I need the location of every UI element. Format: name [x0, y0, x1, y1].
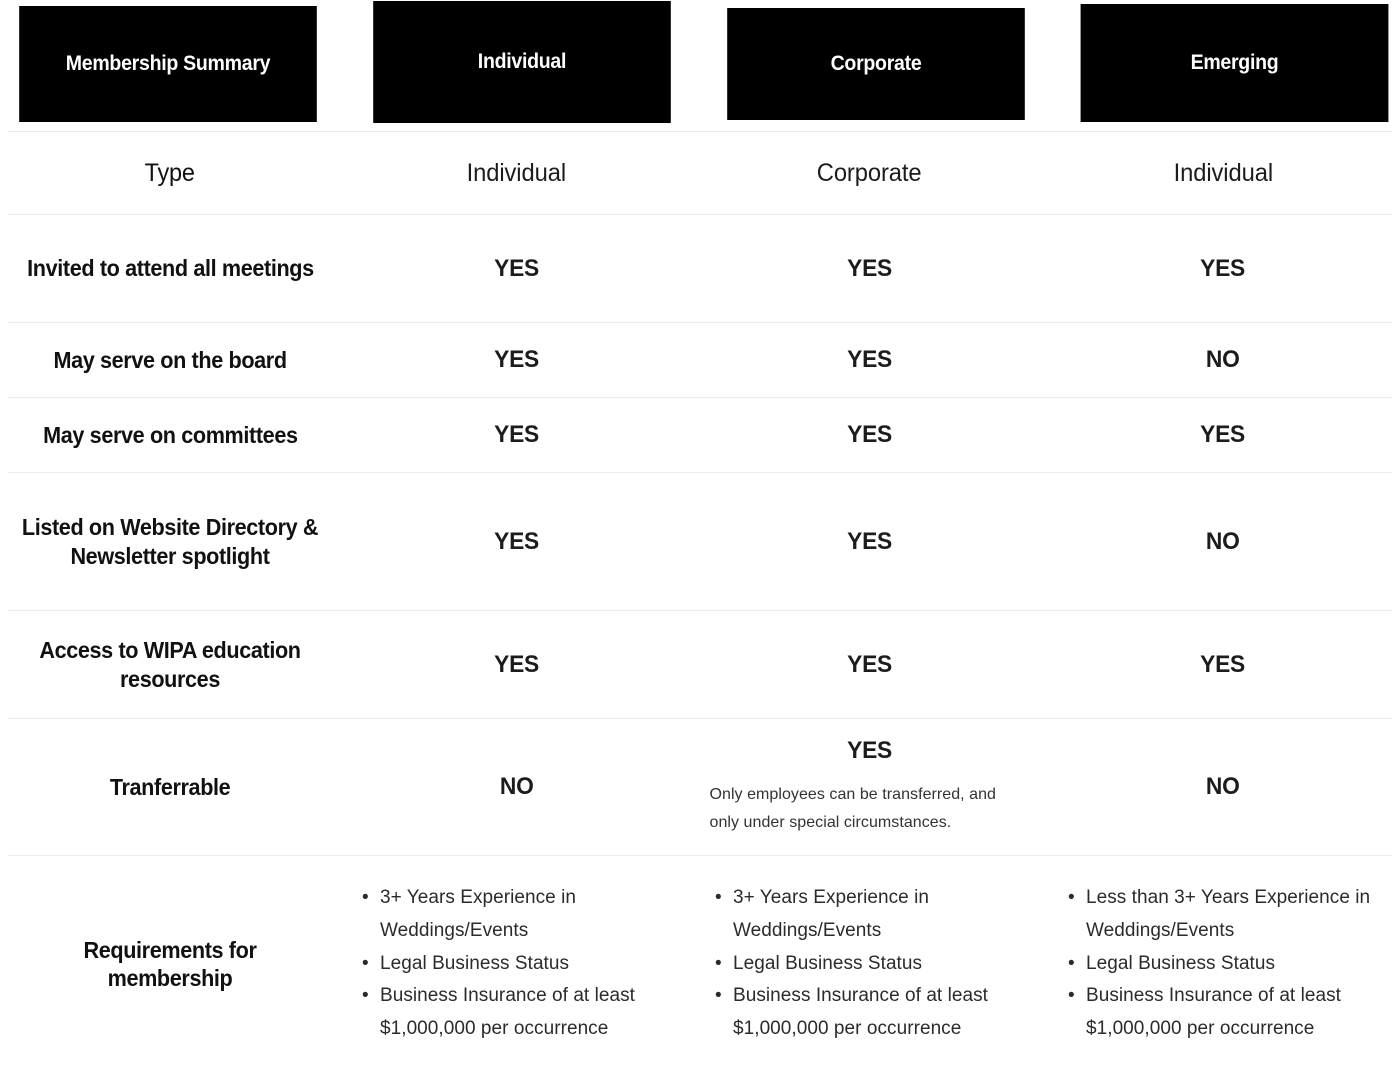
cell-value: YES	[494, 527, 539, 555]
cell-footnote: Only employees can be transferred, and o…	[709, 786, 997, 831]
cell-emerging: YES	[1046, 611, 1400, 718]
cell-emerging: NO	[1046, 719, 1400, 855]
cell-emerging: Individual	[1046, 132, 1400, 214]
requirements-list-item: Legal Business Status	[1068, 948, 1388, 981]
cell-value: YES	[847, 421, 892, 448]
cell-individual: NO	[340, 719, 693, 855]
requirements-list-item: Legal Business Status	[715, 948, 1034, 981]
cell-emerging: NO	[1046, 473, 1400, 610]
column-header-emerging: Emerging	[1080, 4, 1389, 122]
cell-emerging: Less than 3+ Years Experience in Wedding…	[1046, 856, 1400, 1072]
cell-value: Individual	[1173, 158, 1273, 187]
requirements-list-item: 3+ Years Experience in Weddings/Events	[715, 882, 1034, 947]
cell-individual: Individual	[340, 132, 693, 214]
cell-value: YES	[494, 421, 539, 448]
cell-value: YES	[847, 527, 892, 555]
cell-value: Individual	[466, 158, 567, 187]
row-label: Requirements for membership	[83, 936, 257, 991]
cell-corporate: YES	[693, 611, 1046, 718]
row-label-cell: Type	[0, 132, 340, 214]
cell-emerging: YES	[1046, 398, 1400, 472]
cell-value: NO	[1206, 346, 1240, 373]
column-header-label: Emerging	[1190, 51, 1279, 74]
cell-value: YES	[494, 346, 539, 373]
table-row-listed-on-website-directory: Listed on Website Directory & Newsletter…	[0, 472, 1400, 610]
table-row-access-to-wipa-education-resources: Access to WIPA education resources YES Y…	[0, 610, 1400, 718]
cell-corporate: YES	[693, 323, 1046, 397]
table-row-invited-to-attend-all-meetings: Invited to attend all meetings YES YES Y…	[0, 214, 1400, 322]
cell-value: YES	[1200, 421, 1246, 448]
cell-value: YES	[847, 737, 892, 765]
cell-individual: YES	[340, 323, 693, 397]
row-label: Invited to attend all meetings	[26, 255, 314, 282]
requirements-list-item: 3+ Years Experience in Weddings/Events	[362, 882, 681, 947]
row-label-cell: Tranferrable	[0, 719, 340, 855]
table-row-requirements-for-membership: Requirements for membership 3+ Years Exp…	[0, 855, 1400, 1072]
cell-value: YES	[1200, 650, 1246, 678]
cell-corporate: YES	[693, 473, 1046, 610]
cell-corporate: YES	[693, 398, 1046, 472]
column-header-corporate: Corporate	[727, 8, 1025, 120]
requirements-list: 3+ Years Experience in Weddings/EventsLe…	[711, 882, 1034, 1045]
table-row-may-serve-on-the-board: May serve on the board YES YES NO	[0, 322, 1400, 397]
row-label: Tranferrable	[109, 773, 231, 800]
column-header-label: Individual	[477, 50, 567, 73]
cell-value: YES	[847, 346, 892, 373]
requirements-list-item: Business Insurance of at least $1,000,00…	[362, 980, 681, 1045]
table-row-type: Type Individual Corporate Individual	[0, 131, 1400, 214]
cell-emerging: NO	[1046, 323, 1400, 397]
row-label-cell: Listed on Website Directory & Newsletter…	[0, 473, 340, 610]
cell-individual: 3+ Years Experience in Weddings/EventsLe…	[340, 856, 693, 1072]
cell-value: YES	[847, 650, 892, 678]
cell-value: YES	[494, 650, 539, 678]
cell-corporate: YES Only employees can be transferred, a…	[693, 719, 1046, 855]
column-header-membership-summary: Membership Summary	[19, 6, 317, 122]
column-header-label: Membership Summary	[65, 52, 271, 75]
cell-corporate: Corporate	[693, 132, 1046, 214]
cell-emerging: YES	[1046, 215, 1400, 322]
cell-corporate: 3+ Years Experience in Weddings/EventsLe…	[693, 856, 1046, 1072]
row-label: Access to WIPA education resources	[39, 637, 301, 692]
row-label-cell: Requirements for membership	[0, 856, 340, 1072]
cell-value: NO	[499, 773, 534, 800]
cell-individual: YES	[340, 473, 693, 610]
row-label-cell: Access to WIPA education resources	[0, 611, 340, 718]
requirements-list-item: Less than 3+ Years Experience in Wedding…	[1068, 882, 1388, 947]
cell-value: NO	[1206, 527, 1240, 555]
row-label-cell: Invited to attend all meetings	[0, 215, 340, 322]
cell-value: NO	[1206, 773, 1240, 800]
table-header-row: Membership Summary Individual Corporate …	[0, 0, 1400, 131]
requirements-list-item: Business Insurance of at least $1,000,00…	[1068, 980, 1388, 1045]
table-row-tranferrable: Tranferrable NO YES Only employees can b…	[0, 718, 1400, 855]
cell-individual: YES	[340, 215, 693, 322]
cell-value: YES	[1200, 254, 1246, 282]
row-label: May serve on the board	[53, 346, 287, 373]
cell-corporate: YES	[693, 215, 1046, 322]
row-label: Listed on Website Directory & Newsletter…	[21, 514, 319, 569]
cell-value: Corporate	[817, 158, 922, 187]
requirements-list-item: Legal Business Status	[362, 948, 681, 981]
requirements-list: 3+ Years Experience in Weddings/EventsLe…	[358, 882, 681, 1045]
requirements-list-item: Business Insurance of at least $1,000,00…	[715, 980, 1034, 1045]
row-label: Type	[144, 158, 196, 187]
table-row-may-serve-on-committees: May serve on committees YES YES YES	[0, 397, 1400, 472]
row-label: May serve on committees	[42, 421, 298, 448]
row-label-cell: May serve on the board	[0, 323, 340, 397]
column-header-individual: Individual	[373, 1, 671, 123]
requirements-list: Less than 3+ Years Experience in Wedding…	[1064, 882, 1388, 1045]
cell-individual: YES	[340, 611, 693, 718]
cell-value: YES	[494, 254, 539, 282]
cell-individual: YES	[340, 398, 693, 472]
cell-value: YES	[847, 254, 892, 282]
row-label-cell: May serve on committees	[0, 398, 340, 472]
column-header-label: Corporate	[830, 52, 922, 75]
